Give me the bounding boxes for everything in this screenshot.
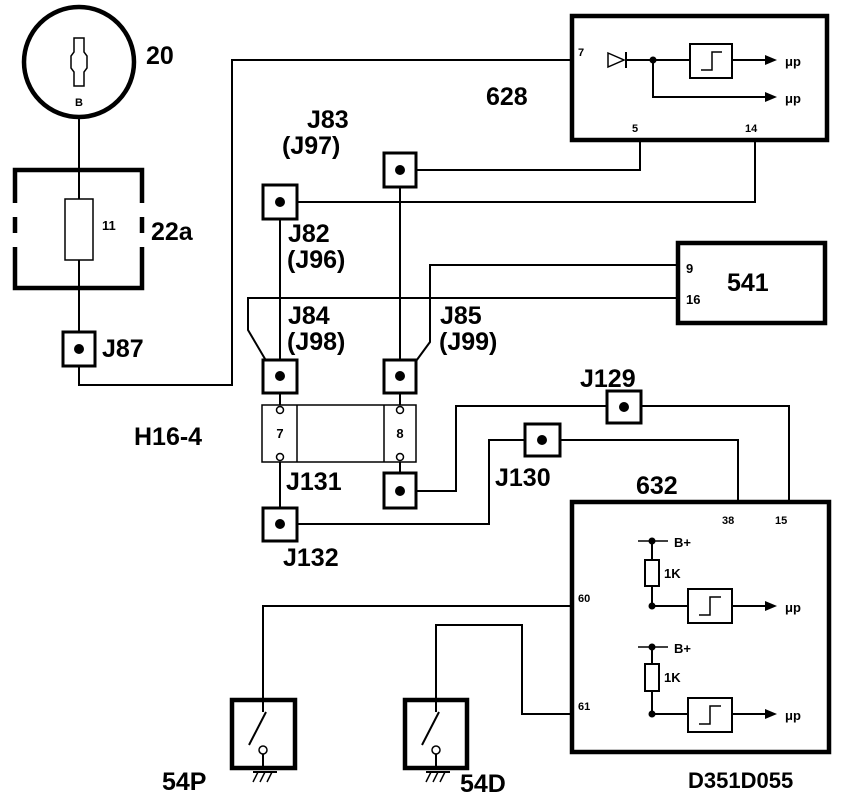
connector-j85-label: J85 [440,302,482,330]
connector-j84-label: J84 [288,302,330,330]
module-541: 9 16 541 [675,240,828,326]
connector-j130 [523,422,562,458]
bulb-pin-label: B [75,97,83,109]
m632-bplus-2: B+ [674,641,691,656]
m632-pin-60: 60 [578,593,590,605]
m628-pin-14: 14 [745,123,758,135]
connector-j129 [605,389,643,425]
fuse-label: 22a [151,218,194,246]
switch-54p-label: 54P [162,768,206,796]
connector-j97-label: (J97) [282,132,340,160]
h16-pin-8: 8 [396,426,403,441]
connector-j82 [261,183,299,221]
module-632-label: 632 [636,472,678,500]
connector-j130-label: J130 [495,464,551,492]
m632-bplus-1: B+ [674,535,691,550]
connector-j83-label: J83 [307,106,349,134]
m541-pin-9: 9 [686,261,693,276]
connector-h16-4: 7 8 [261,404,417,463]
connector-j131-label: J131 [286,468,342,496]
m632-res-2: 1K [664,670,681,685]
connector-j96-label: (J96) [287,246,345,274]
m628-pin-5: 5 [632,123,638,135]
m632-up-1: μp [785,600,801,615]
connector-h16-label: H16-4 [134,423,202,451]
m632-pin-38: 38 [722,515,734,527]
switch-54p [229,697,298,783]
h16-pin-7: 7 [276,426,283,441]
m632-pin-61: 61 [578,701,590,713]
connector-j98-label: (J98) [287,328,345,356]
connector-j87-label: J87 [102,335,144,363]
connector-j129-label: J129 [580,365,636,393]
bulb-20: B [21,4,137,120]
fuse-number: 11 [102,218,116,233]
connector-j85 [382,358,418,395]
module-632: 38 15 60 61 B+ 1K μp B+ 1K μp [569,499,832,755]
bulb-label: 20 [146,42,174,70]
connector-j132 [261,506,299,543]
switch-54d [402,697,470,783]
connector-j99-label: (J99) [439,328,497,356]
wires [78,59,790,720]
connector-j131 [382,471,418,510]
m628-up-2: μp [785,91,801,106]
connector-j82-label: J82 [288,220,330,248]
connector-j87 [61,330,97,368]
m632-res-1: 1K [664,566,681,581]
m632-up-2: μp [785,708,801,723]
figure-code: D351D055 [688,768,793,793]
connector-j83 [382,151,418,189]
m541-pin-16: 16 [686,292,700,307]
module-628: 7 5 14 μp μp [569,13,830,143]
module-541-label: 541 [727,269,769,297]
connector-j84 [261,358,299,395]
m632-pin-15: 15 [775,515,787,527]
switch-54d-label: 54D [460,770,506,798]
m628-up-1: μp [785,54,801,69]
m628-pin-7: 7 [578,47,584,59]
module-628-label: 628 [486,83,528,111]
connector-j132-label: J132 [283,544,339,572]
